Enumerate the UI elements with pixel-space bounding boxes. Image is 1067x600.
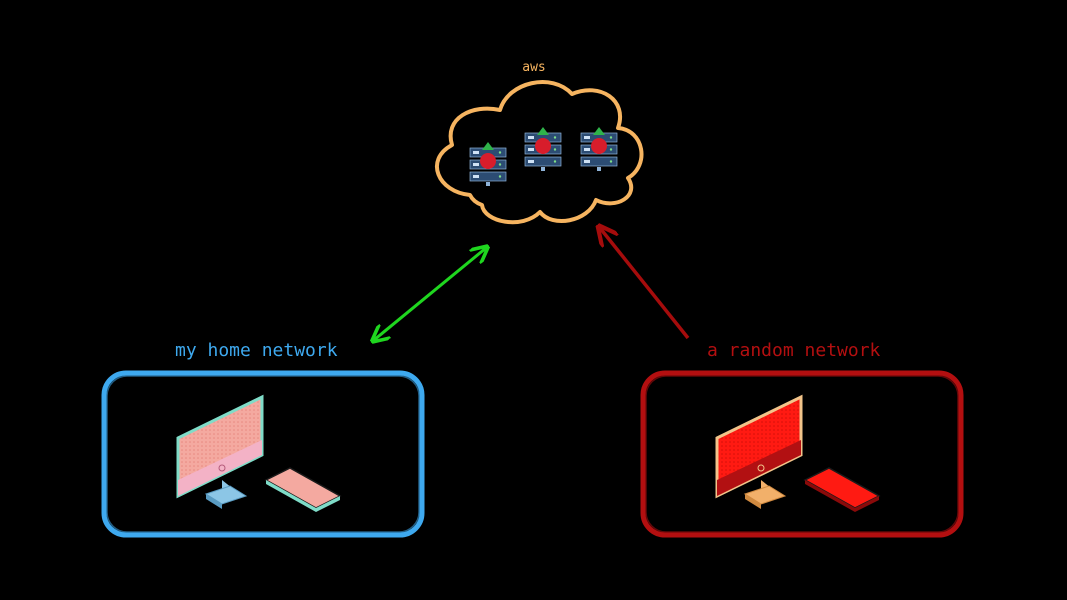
smartphone-icon bbox=[264, 467, 342, 512]
cloud-label: aws bbox=[522, 60, 546, 75]
server-rack-icon bbox=[469, 142, 507, 186]
random-to-cloud-arrow bbox=[600, 228, 690, 340]
desktop-computer-icon bbox=[715, 394, 803, 509]
random-network-label: a random network bbox=[707, 340, 881, 361]
random-network-box bbox=[640, 370, 964, 538]
home-network-label: my home network bbox=[175, 340, 338, 361]
server-rack-icon bbox=[524, 127, 562, 171]
cloud-icon bbox=[435, 80, 644, 225]
server-rack-icon bbox=[580, 127, 618, 171]
smartphone-icon bbox=[803, 467, 881, 512]
desktop-computer-icon bbox=[176, 394, 264, 509]
home-network-box bbox=[101, 370, 425, 538]
home-to-cloud-arrow bbox=[374, 248, 486, 340]
